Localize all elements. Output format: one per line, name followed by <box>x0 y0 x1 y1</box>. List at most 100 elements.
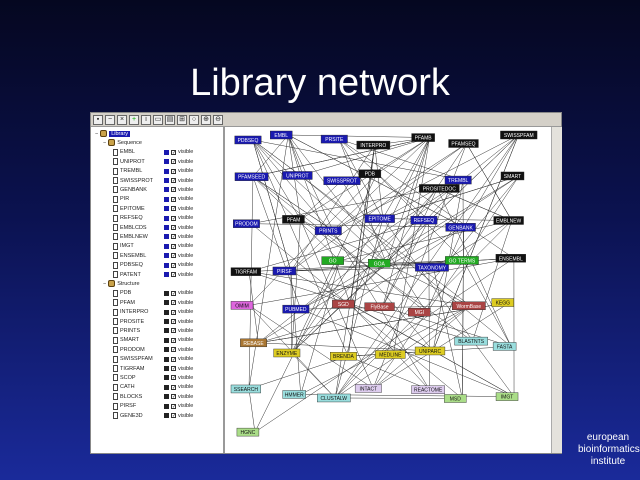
color-swatch[interactable] <box>164 366 169 371</box>
color-swatch[interactable] <box>164 234 169 240</box>
network-node[interactable]: OMIM <box>230 301 254 310</box>
tree-group[interactable]: −Structure <box>103 279 140 288</box>
network-node[interactable]: GO <box>321 256 344 265</box>
network-node-box[interactable] <box>320 134 348 144</box>
tree-item[interactable]: PFAM✓visible <box>113 298 193 307</box>
expand-icon[interactable]: − <box>103 280 107 287</box>
network-node-box[interactable] <box>493 216 524 225</box>
network-node[interactable]: UNIPROT <box>282 171 313 180</box>
network-node[interactable]: TIGRFAM <box>230 267 261 276</box>
network-node[interactable]: MGI <box>408 307 431 317</box>
tree-item[interactable]: CATH✓visible <box>113 383 193 392</box>
network-node[interactable]: PUBMED <box>282 304 310 314</box>
network-node-box[interactable] <box>495 392 519 401</box>
network-node-box[interactable] <box>454 336 488 346</box>
visible-checkbox[interactable]: ✓ <box>171 149 177 156</box>
network-node-box[interactable] <box>444 175 472 185</box>
network-node[interactable]: SWISSPROT <box>323 176 361 185</box>
tree-item[interactable]: GENE3D✓visible <box>113 411 193 420</box>
color-swatch[interactable] <box>164 159 169 165</box>
network-node[interactable]: PFAMSEQ <box>448 139 479 148</box>
network-node[interactable]: IMGT <box>495 392 519 401</box>
color-swatch[interactable] <box>164 356 169 362</box>
network-node[interactable]: KEGG <box>491 298 515 307</box>
color-swatch[interactable] <box>164 413 169 418</box>
color-swatch[interactable] <box>164 149 169 155</box>
network-node-box[interactable] <box>314 226 342 235</box>
network-node[interactable]: SSEARCH <box>230 384 261 394</box>
network-node-box[interactable] <box>323 176 361 185</box>
network-node[interactable]: PDBSEQ <box>234 135 262 145</box>
color-swatch[interactable] <box>164 337 169 343</box>
tree-item[interactable]: TIGRFAM✓visible <box>113 364 193 373</box>
network-node[interactable]: REACTOME <box>411 385 445 394</box>
graph-scrollbar[interactable] <box>551 127 562 453</box>
visible-checkbox[interactable]: ✓ <box>171 309 177 316</box>
color-swatch[interactable] <box>164 375 169 381</box>
folder-icon[interactable]: ▭ <box>153 114 163 125</box>
network-node-box[interactable] <box>414 346 446 356</box>
network-node-box[interactable] <box>282 215 305 224</box>
network-node[interactable]: PFAMB <box>411 133 435 142</box>
network-node[interactable]: BLASTNTS <box>454 336 488 346</box>
tree-item[interactable]: PIR✓visible <box>113 195 193 204</box>
network-node[interactable]: FlyBase <box>364 302 395 311</box>
visible-checkbox[interactable]: ✓ <box>171 187 177 194</box>
network-node[interactable]: EPITOME <box>364 214 395 223</box>
network-node-box[interactable] <box>500 130 538 140</box>
network-node-box[interactable] <box>408 307 431 317</box>
expand-icon[interactable]: − <box>95 130 99 137</box>
network-node-box[interactable] <box>273 348 301 358</box>
network-node[interactable]: WormBase <box>452 301 486 311</box>
network-node[interactable]: REFSEQ <box>410 215 438 225</box>
color-swatch[interactable] <box>164 168 169 174</box>
visible-checkbox[interactable]: ✓ <box>171 337 177 344</box>
remove-icon[interactable]: − <box>105 114 115 125</box>
network-node[interactable]: PROSITEDOC <box>419 184 460 193</box>
network-node-box[interactable] <box>282 171 313 180</box>
color-swatch[interactable] <box>164 253 169 259</box>
network-node[interactable]: MEDLINE <box>375 350 406 359</box>
network-node[interactable]: EMBLNEW <box>493 216 524 225</box>
network-node-box[interactable] <box>452 301 486 311</box>
zoom-out-icon[interactable]: ⊖ <box>213 114 223 125</box>
visible-checkbox[interactable]: ✓ <box>171 300 177 307</box>
network-node-box[interactable] <box>230 301 254 310</box>
tree-item[interactable]: PDBSEQ✓visible <box>113 261 193 270</box>
tree-item[interactable]: EMBL✓visible <box>113 148 193 157</box>
visible-checkbox[interactable]: ✓ <box>171 206 177 213</box>
visible-checkbox[interactable]: ✓ <box>171 159 177 166</box>
network-node-box[interactable] <box>448 139 479 148</box>
color-swatch[interactable] <box>164 178 169 183</box>
visible-checkbox[interactable]: ✓ <box>171 272 177 278</box>
tree-item[interactable]: PRINTS✓visible <box>113 326 193 335</box>
network-node-box[interactable] <box>240 338 267 348</box>
network-node[interactable]: TREMBL <box>444 175 472 185</box>
zoom-icon[interactable]: ○ <box>189 114 199 125</box>
library-network-graph[interactable]: PDBSEQEMBLPRSITEINTERPROPFAMBPFAMSEQSWIS… <box>227 127 549 453</box>
tree-root[interactable]: −Library <box>95 129 131 138</box>
network-node[interactable]: TAXONOMY <box>415 263 449 272</box>
network-node[interactable]: PRINTS <box>314 226 342 235</box>
visible-checkbox[interactable]: ✓ <box>171 394 177 401</box>
network-node-box[interactable] <box>234 135 262 145</box>
network-node-box[interactable] <box>410 215 438 225</box>
color-swatch[interactable] <box>164 262 169 268</box>
color-swatch[interactable] <box>164 225 169 230</box>
network-node-box[interactable] <box>332 299 355 309</box>
tree-item[interactable]: EPITOME✓visible <box>113 204 193 213</box>
network-node-box[interactable] <box>317 393 351 403</box>
visible-checkbox[interactable]: ✓ <box>171 384 177 391</box>
visible-checkbox[interactable]: ✓ <box>171 319 177 325</box>
visible-checkbox[interactable]: ✓ <box>171 413 177 419</box>
color-swatch[interactable] <box>164 347 169 353</box>
tree-item[interactable]: SMART✓visible <box>113 336 193 345</box>
network-node[interactable]: UNIPARC <box>414 346 446 356</box>
network-node[interactable]: INTERPRO <box>356 140 391 150</box>
network-node-box[interactable] <box>282 304 310 314</box>
tree-item[interactable]: PRODOM✓visible <box>113 345 193 354</box>
network-node[interactable]: CLUSTALW <box>317 393 351 403</box>
tree-item[interactable]: IMGT✓visible <box>113 242 193 251</box>
visible-checkbox[interactable]: ✓ <box>171 225 177 231</box>
